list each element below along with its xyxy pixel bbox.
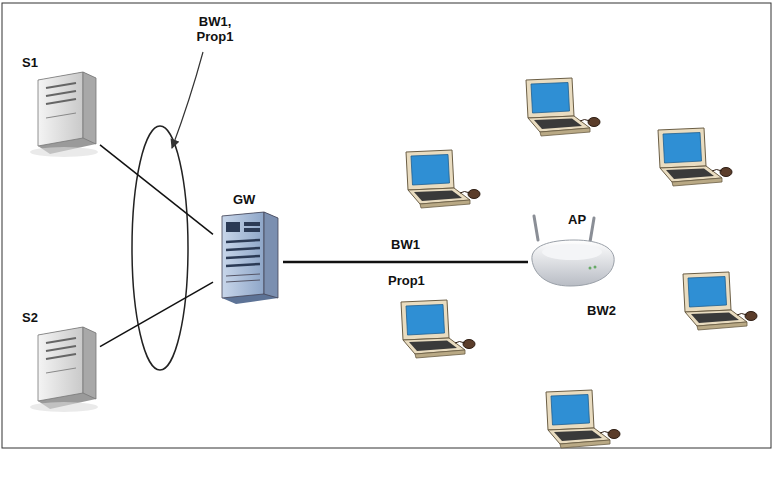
link-line xyxy=(100,282,213,347)
link-line xyxy=(100,145,213,234)
laptop-icon xyxy=(683,272,757,330)
bandwidth-label: BW2 xyxy=(587,303,616,318)
gateway-server-icon xyxy=(222,212,278,304)
node-label: GW xyxy=(233,192,255,207)
server-s2-icon xyxy=(30,327,98,412)
server-s1-icon xyxy=(30,72,98,157)
callout-label: BW1, Prop1 xyxy=(180,14,250,44)
link-bundle-ellipse xyxy=(132,126,188,370)
node-label: AP xyxy=(568,212,586,227)
link-line xyxy=(283,261,528,264)
gateway-node: GW xyxy=(213,212,283,312)
server-node: S1 xyxy=(22,75,100,153)
access-point-node: AP xyxy=(528,232,618,292)
laptop-icon xyxy=(526,78,600,136)
laptop-icon xyxy=(406,150,480,208)
node-label: S1 xyxy=(22,55,38,70)
callout-leader xyxy=(172,52,203,148)
server-node: S2 xyxy=(22,330,100,408)
laptop-icon xyxy=(401,300,475,358)
node-label: S2 xyxy=(22,310,38,325)
laptop-icon xyxy=(546,390,620,448)
link-label: BW1 xyxy=(389,237,422,252)
frame xyxy=(2,3,771,448)
link-property-label: Prop1 xyxy=(388,273,425,288)
laptop-icon xyxy=(658,128,732,186)
